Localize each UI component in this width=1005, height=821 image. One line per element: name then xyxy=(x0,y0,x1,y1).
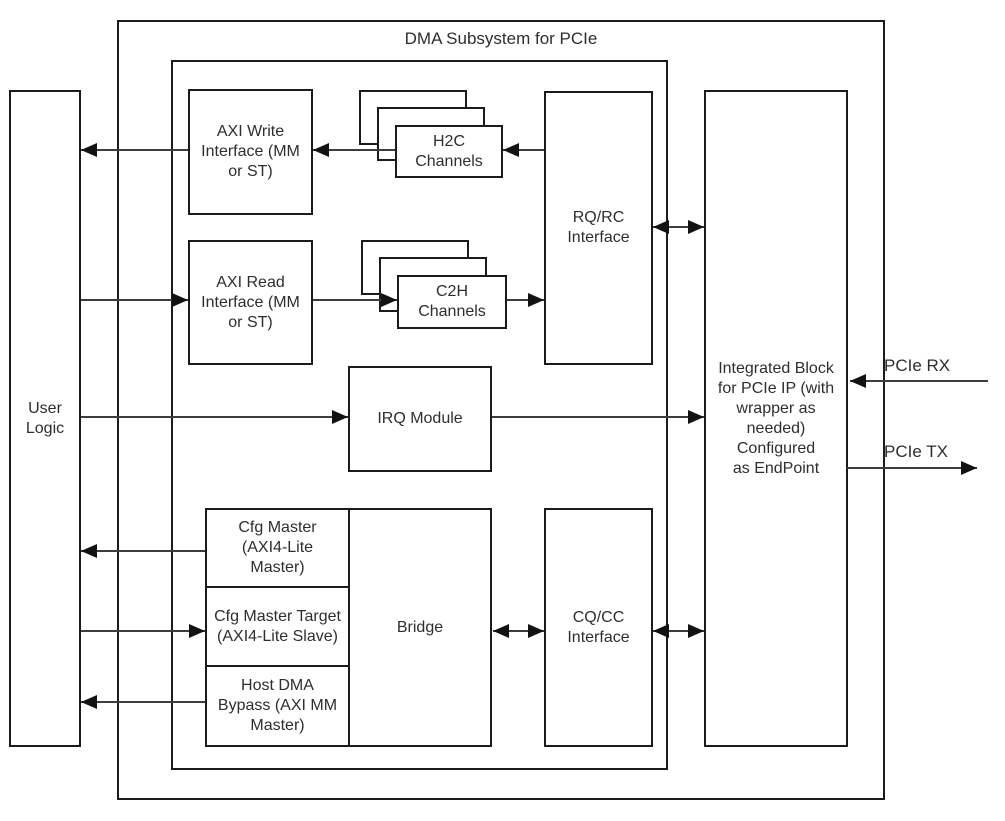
arrowhead-into-user-logic-from-cfg-master xyxy=(81,544,97,558)
line-host-dma-bypass-to-user-logic xyxy=(81,701,205,703)
line-cfg-master-to-user-logic xyxy=(81,550,205,552)
block-rq-rc-interface: RQ/RC Interface xyxy=(544,91,653,365)
block-axi-write-interface: AXI Write Interface (MM or ST) xyxy=(188,89,313,215)
arrowhead-into-bridge-from-cqcc xyxy=(493,624,509,638)
line-irq-to-integrated xyxy=(492,416,704,418)
arrowhead-into-c2h-from-axi-read xyxy=(381,293,397,307)
arrowhead-into-rqrc-from-integrated xyxy=(653,220,669,234)
block-cq-cc-interface: CQ/CC Interface xyxy=(544,508,653,747)
block-cfg-master: Cfg Master (AXI4-Lite Master) xyxy=(205,508,350,588)
line-user-logic-to-irq xyxy=(81,416,348,418)
line-pcie-tx xyxy=(847,467,977,469)
outer-frame-dma-subsystem xyxy=(117,20,885,800)
block-bridge: Bridge xyxy=(348,508,492,747)
arrowhead-pcie-tx-out xyxy=(961,461,977,475)
diagram-title: DMA Subsystem for PCIe xyxy=(404,29,598,48)
arrowhead-into-cqcc-from-bridge xyxy=(528,624,544,638)
line-c2h-to-rqrc xyxy=(507,299,544,301)
arrowhead-into-irq-from-user-logic xyxy=(332,410,348,424)
arrowhead-into-axi-write-from-h2c xyxy=(313,143,329,157)
inner-frame-dma-core xyxy=(171,60,668,770)
block-c2h-channels: C2H Channels xyxy=(397,275,507,329)
arrowhead-into-rqrc-from-c2h xyxy=(528,293,544,307)
line-axi-write-to-user-logic xyxy=(81,149,188,151)
arrowhead-into-integrated-from-irq xyxy=(688,410,704,424)
line-axi-read-to-c2h xyxy=(313,299,397,301)
block-irq-module: IRQ Module xyxy=(348,366,492,472)
block-cfg-master-target: Cfg Master Target (AXI4-Lite Slave) xyxy=(205,586,350,667)
arrowhead-into-user-logic-from-axi-write xyxy=(81,143,97,157)
line-rqrc-integrated-bidir xyxy=(653,226,704,228)
arrowhead-into-integrated-from-rqrc xyxy=(688,220,704,234)
line-pcie-rx xyxy=(850,380,988,382)
arrowhead-into-cfg-target-from-user-logic xyxy=(189,624,205,638)
arrowhead-into-user-logic-from-host-dma-bypass xyxy=(81,695,97,709)
block-h2c-channels: H2C Channels xyxy=(395,125,503,178)
line-user-logic-to-cfg-target xyxy=(81,630,205,632)
label-pcie-rx: PCIe RX xyxy=(884,356,951,375)
block-host-dma-bypass: Host DMA Bypass (AXI MM Master) xyxy=(205,665,350,747)
arrowhead-into-h2c-from-rqrc xyxy=(503,143,519,157)
line-bridge-cqcc-bidir xyxy=(493,630,544,632)
arrowhead-into-cqcc-from-integrated xyxy=(653,624,669,638)
arrowhead-pcie-rx-into-integrated xyxy=(850,374,866,388)
line-user-logic-to-axi-read xyxy=(81,299,188,301)
arrowhead-into-integrated-from-cqcc xyxy=(688,624,704,638)
label-pcie-tx: PCIe TX xyxy=(884,442,948,461)
line-cqcc-integrated-bidir xyxy=(653,630,704,632)
block-integrated-pcie-block: Integrated Block for PCIe IP (with wrapp… xyxy=(704,90,848,747)
block-axi-read-interface: AXI Read Interface (MM or ST) xyxy=(188,240,313,365)
arrowhead-into-axi-read-from-user-logic xyxy=(172,293,188,307)
block-user-logic: User Logic xyxy=(9,90,81,747)
